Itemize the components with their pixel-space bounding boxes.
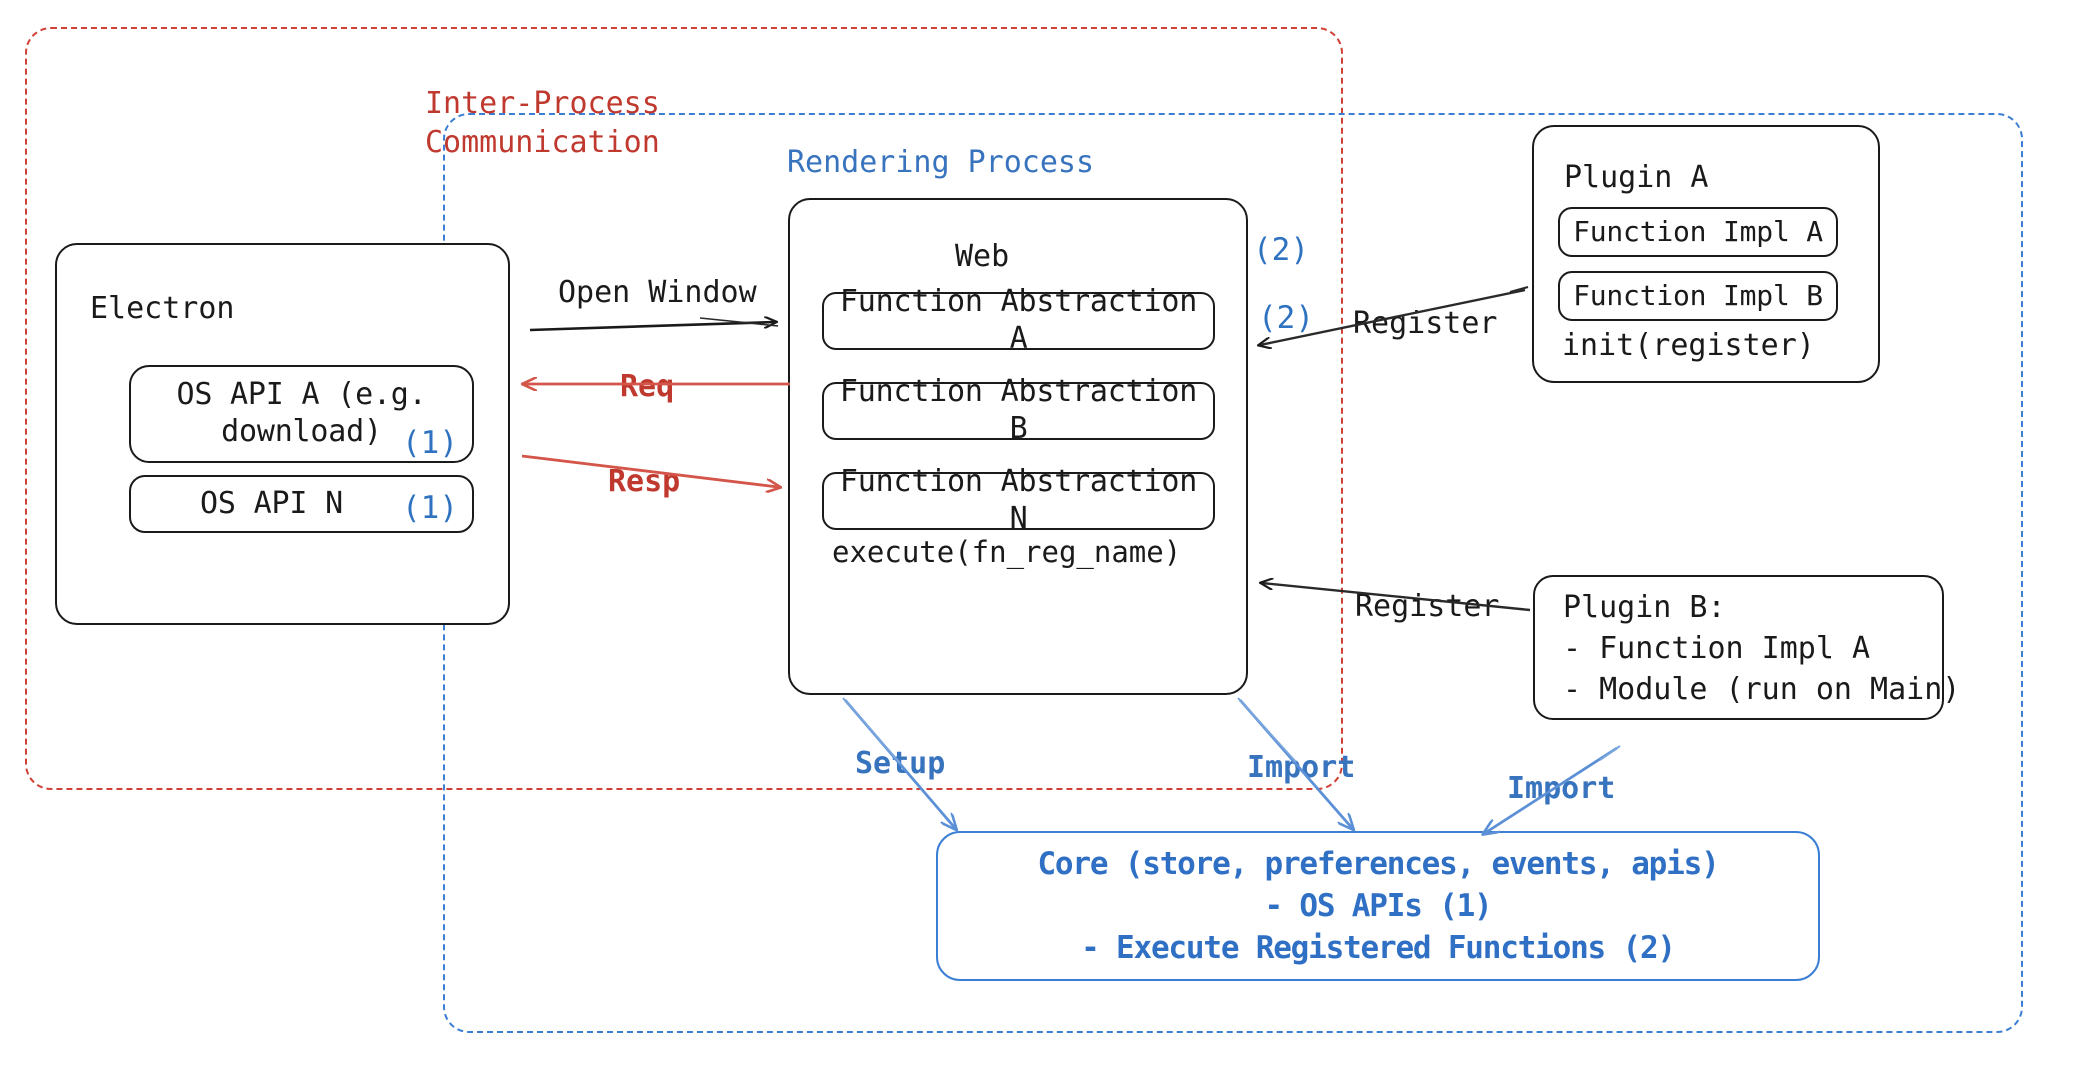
node-electron[interactable]: Electron OS API A (e.g. download) (1) OS… bbox=[55, 243, 510, 625]
node-function-abstraction-n[interactable]: Function Abstraction N bbox=[822, 464, 1215, 536]
node-core-line-1: - OS APIs (1) bbox=[1264, 887, 1492, 924]
node-plugin-a-footer: init(register) bbox=[1562, 328, 1815, 363]
group-label-rendering-process: Rendering Process bbox=[787, 145, 1095, 180]
node-electron-title: Electron bbox=[90, 291, 235, 326]
edge-label-resp: Resp bbox=[608, 464, 681, 499]
node-os-api-a-label: OS API A (e.g. download) bbox=[176, 377, 427, 449]
node-function-impl-a-plugin-a-label: Function Impl A bbox=[1573, 214, 1823, 248]
node-os-api-n-label: OS API N bbox=[200, 485, 343, 521]
marker-os-api-n: (1) bbox=[402, 490, 458, 526]
node-os-api-a[interactable]: OS API A (e.g. download) bbox=[129, 365, 474, 463]
node-function-abstraction-a-label: Function Abstraction A bbox=[839, 284, 1198, 356]
node-core-line-0: Core (store, preferences, events, apis) bbox=[1037, 845, 1719, 882]
node-os-api-n[interactable]: OS API N bbox=[129, 475, 474, 533]
edge-label-req: Req bbox=[620, 369, 675, 404]
node-web[interactable]: Web Function Abstraction A Function Abst… bbox=[788, 198, 1248, 695]
node-function-abstraction-n-label: Function Abstraction N bbox=[839, 464, 1198, 536]
edge-label-import-plugin-b: Import bbox=[1507, 771, 1616, 806]
node-web-footer: execute(fn_reg_name) bbox=[832, 535, 1182, 569]
node-plugin-b-line-2: - Module (run on Main) bbox=[1563, 672, 1961, 707]
node-core-line-2: - Execute Registered Functions (2) bbox=[1081, 930, 1676, 967]
edge-label-setup: Setup bbox=[855, 746, 946, 781]
edge-label-register-plugin-b: Register bbox=[1355, 589, 1500, 624]
node-plugin-a[interactable]: Plugin A Function Impl A Function Impl B… bbox=[1532, 125, 1880, 383]
marker-os-api-a: (1) bbox=[402, 425, 458, 461]
node-web-title: Web bbox=[955, 239, 1010, 274]
node-function-impl-b-plugin-a-label: Function Impl B bbox=[1573, 278, 1823, 312]
node-plugin-b-line-1: - Function Impl A bbox=[1563, 631, 1871, 666]
node-function-impl-a-plugin-a[interactable]: Function Impl A bbox=[1558, 207, 1838, 257]
marker-function-abstraction-b: (2) bbox=[1258, 300, 1314, 336]
group-label-inter-process-communication: Inter-Process Communication bbox=[425, 86, 660, 160]
edge-label-open-window: Open Window bbox=[558, 275, 757, 310]
edge-label-import-web: Import bbox=[1247, 750, 1356, 785]
node-plugin-a-title: Plugin A bbox=[1564, 160, 1709, 195]
node-function-abstraction-b[interactable]: Function Abstraction B bbox=[822, 374, 1215, 446]
node-function-impl-b-plugin-a[interactable]: Function Impl B bbox=[1558, 271, 1838, 321]
marker-function-abstraction-a: (2) bbox=[1253, 232, 1309, 268]
node-plugin-b-line-0: Plugin B: bbox=[1563, 590, 1726, 625]
edge-label-register-plugin-a: Register bbox=[1353, 306, 1498, 341]
node-function-abstraction-b-label: Function Abstraction B bbox=[839, 374, 1198, 446]
node-core[interactable]: Core (store, preferences, events, apis) … bbox=[936, 831, 1820, 981]
node-function-abstraction-a[interactable]: Function Abstraction A bbox=[822, 284, 1215, 356]
group-inter-process-communication bbox=[25, 27, 1343, 790]
node-plugin-b[interactable]: Plugin B: - Function Impl A - Module (ru… bbox=[1533, 575, 1960, 720]
